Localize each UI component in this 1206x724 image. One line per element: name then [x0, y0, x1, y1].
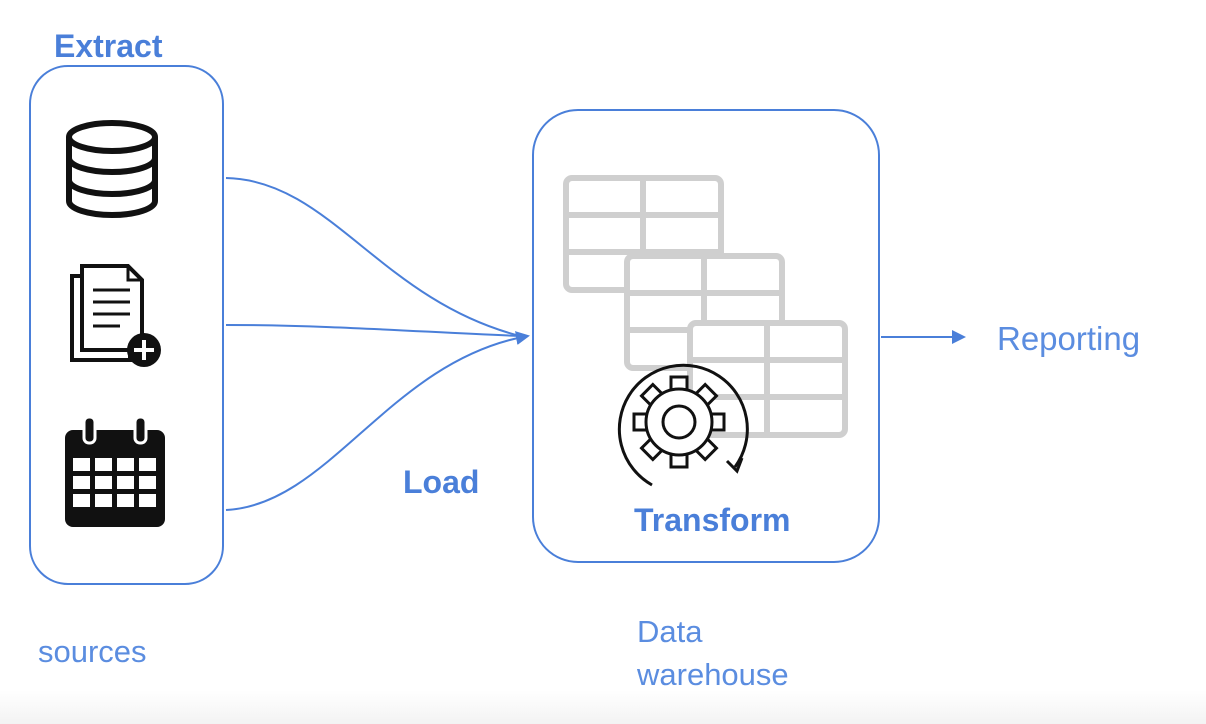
bottom-fade	[0, 690, 1206, 724]
database-icon	[66, 120, 158, 218]
data-warehouse-line-1: Data	[637, 614, 703, 649]
table-3	[687, 320, 848, 438]
document-add-icon	[70, 264, 161, 367]
reporting-label: Reporting	[997, 320, 1141, 357]
connector-calendar	[225, 331, 530, 511]
data-warehouse-label: Data warehouse	[637, 610, 789, 696]
sources-box	[29, 65, 224, 585]
extract-label: Extract	[54, 28, 163, 64]
gear-cycle-icon	[617, 363, 749, 487]
data-warehouse-line-2: warehouse	[637, 657, 789, 692]
connector-document	[225, 324, 521, 337]
load-connectors	[225, 177, 530, 511]
warehouse-box	[532, 109, 880, 563]
connector-database	[225, 177, 521, 337]
tables-icon	[563, 175, 848, 438]
sources-label: sources	[38, 634, 147, 669]
transform-label: Transform	[634, 502, 791, 538]
calendar-icon	[65, 415, 165, 527]
load-label: Load	[403, 464, 480, 500]
